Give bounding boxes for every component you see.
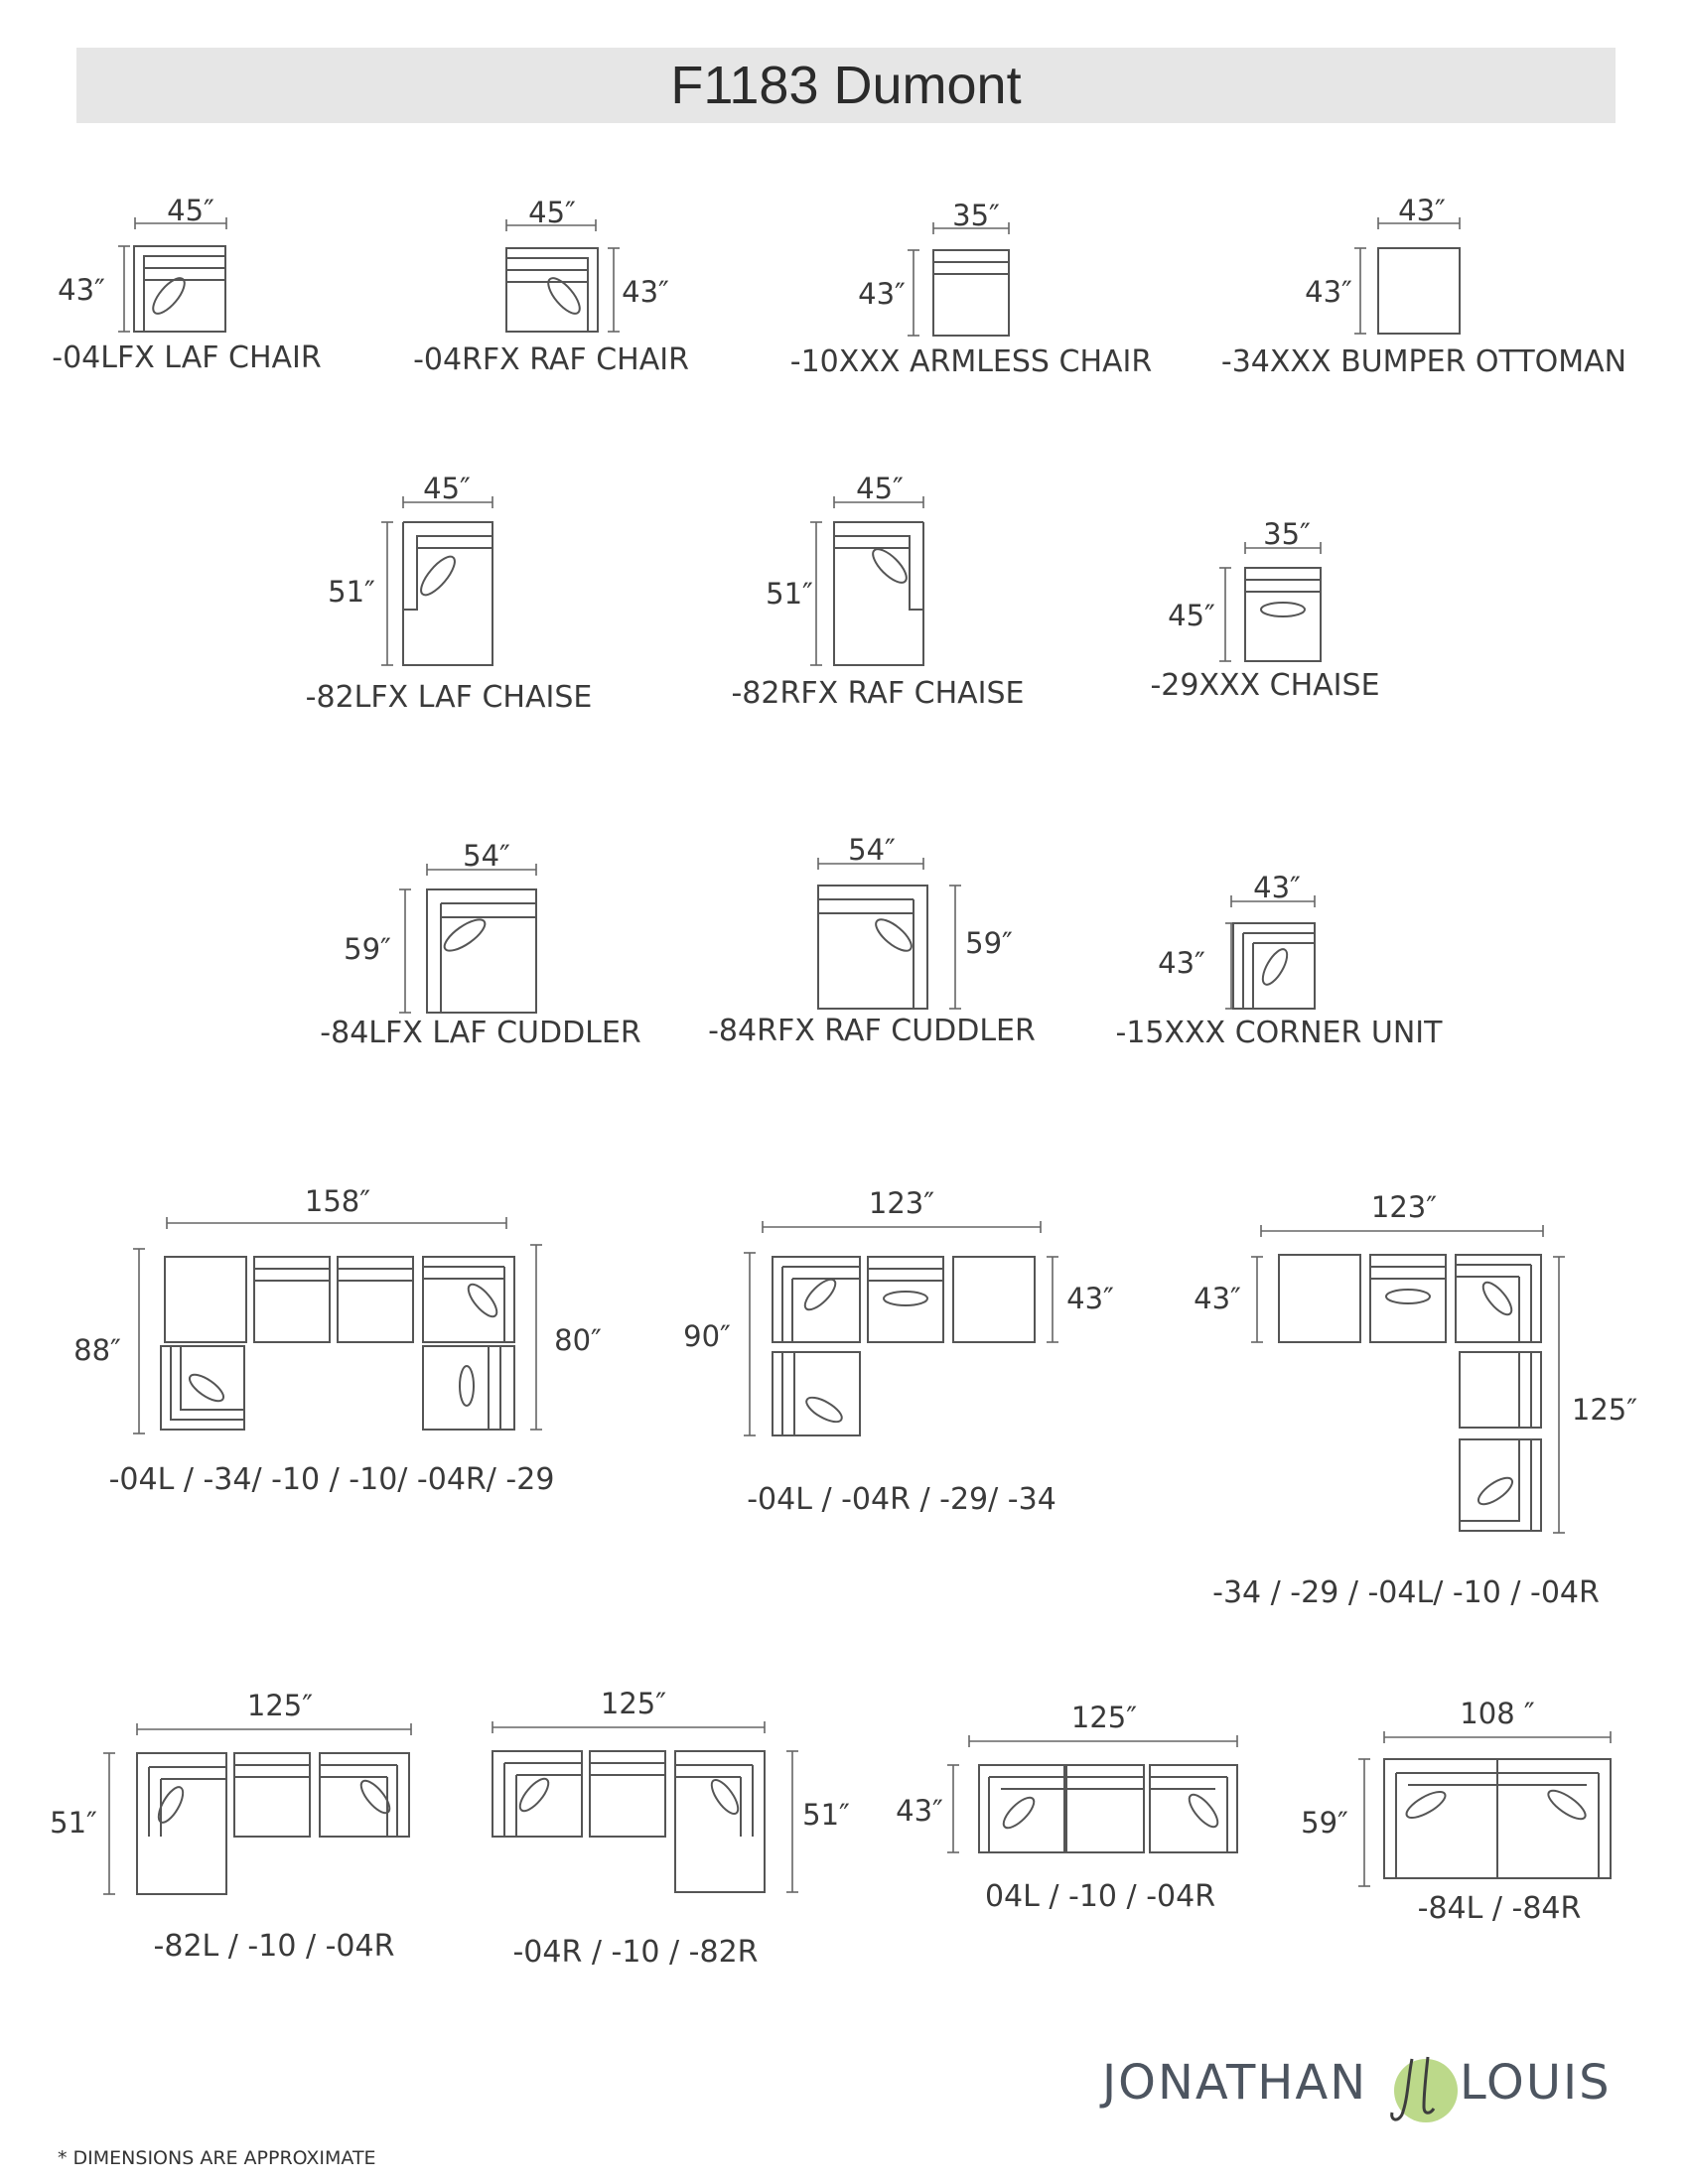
width-dim: 54″ [848,833,896,867]
brand-name-right: LOUIS [1460,2055,1612,2111]
piece-04lfx: 45″ 43″ -04LFX LAF CHAIR [52,194,322,375]
config-shape [1278,1254,1542,1532]
right-depth-dim: 80″ [554,1323,602,1357]
piece-label: -84RFX RAF CUDDLER [708,1014,1036,1048]
left-depth-dim: 43″ [1194,1282,1241,1315]
depth-dim: 51″ [802,1798,850,1832]
config-shape [136,1752,410,1895]
piece-04rfx: 45″ 43″ -04RFX RAF CHAIR [413,196,689,377]
config-c6: 125″ 43″ 04L / -10 / -04R [896,1701,1238,1914]
width-dim: 123″ [869,1186,934,1220]
piece-15xxx: 43″ 43″ -15XXX CORNER UNIT [1116,871,1444,1050]
depth-dim: 43″ [1158,946,1205,980]
depth-dim: 45″ [1168,599,1215,632]
title-bar: F1183 Dumont [76,48,1616,123]
config-label: -34 / -29 / -04L/ -10 / -04R [1212,1575,1600,1610]
width-dim: 35″ [1263,517,1311,551]
piece-10xxx: 35″ 43″ -10XXX ARMLESS CHAIR [790,199,1152,379]
corner-shape [1232,922,1316,1010]
piece-82lfx: 45″ 51″ -82LFX LAF CHAISE [306,472,593,715]
config-c7: 108 ″ 59″ -84L / -84R [1301,1697,1612,1926]
chair-shape [133,245,226,333]
cuddler-shape [426,888,537,1014]
depth-dim: 43″ [622,275,669,309]
piece-29xxx: 35″ 45″ -29XXX CHAISE [1150,517,1379,703]
config-shape [978,1764,1238,1853]
depth-dim: 59″ [344,932,391,966]
chair-shape [505,247,599,333]
page-title: F1183 Dumont [670,56,1022,115]
monogram-icon [1390,2056,1458,2122]
width-dim: 45″ [167,194,214,227]
config-label: -82L / -10 / -04R [154,1929,395,1964]
width-dim: 125″ [1071,1701,1137,1734]
chaise-shape [402,521,493,666]
piece-84rfx: 54″ 59″ -84RFX RAF CUDDLER [708,833,1036,1048]
brand-name-left: JONATHAN [1102,2055,1368,2111]
piece-label: -10XXX ARMLESS CHAIR [790,344,1152,379]
depth-dim: 51″ [50,1806,97,1840]
width-dim: 45″ [528,196,576,229]
config-label: -04L / -34/ -10 / -10/ -04R/ -29 [109,1462,555,1497]
piece-label: -04RFX RAF CHAIR [413,342,689,377]
left-depth-dim: 88″ [73,1333,121,1367]
config-c2: 123″ 90″ 43″ -04L / -04R / -29/ -34 [683,1186,1114,1517]
piece-label: -82LFX LAF CHAISE [306,680,593,715]
config-c3: 123″ 43″ 125″ -34 / -29 / -04L/ -10 / -0… [1194,1190,1637,1610]
piece-82rfx: 45″ 51″ -82RFX RAF CHAISE [731,472,1024,711]
width-dim: 123″ [1371,1190,1437,1224]
width-dim: 108 ″ [1460,1697,1535,1730]
depth-dim: 43″ [896,1794,943,1828]
config-shape [160,1256,515,1431]
footnote: * DIMENSIONS ARE APPROXIMATE [58,2147,376,2169]
width-dim: 45″ [423,472,471,505]
config-c5: 125″ 51″ -04R / -10 / -82R [492,1687,850,1970]
depth-dim: 43″ [1305,275,1352,309]
depth-dim: 43″ [58,273,105,307]
armless-shape [932,249,1010,337]
cuddler-shape [817,885,928,1010]
right-depth-dim: 125″ [1572,1393,1637,1427]
piece-label: -15XXX CORNER UNIT [1116,1016,1444,1050]
depth-dim: 51″ [328,575,375,609]
chaise-shape [833,521,924,666]
config-shape [772,1256,1036,1436]
piece-34xxx: 43″ 43″ -34XXX BUMPER OTTOMAN [1221,194,1626,379]
config-shape [492,1750,766,1893]
piece-label: -82RFX RAF CHAISE [731,676,1024,711]
chaise-armless-shape [1244,567,1322,662]
brand-logo: JONATHAN LOUIS [1102,2047,1618,2126]
width-dim: 125″ [247,1689,313,1722]
piece-label: -04LFX LAF CHAIR [52,341,322,375]
depth-dim: 59″ [1301,1806,1348,1840]
piece-label: -84LFX LAF CUDDLER [320,1016,640,1050]
width-dim: 54″ [463,839,510,873]
config-c4: 125″ 51″ -82L / -10 / -04R [50,1689,412,1964]
piece-label: -29XXX CHAISE [1150,668,1379,703]
depth-dim: 59″ [965,926,1013,960]
config-c1: 158″ 88″ 80″ -04L / -34/ -10 / -10/ -04R… [73,1184,602,1497]
depth-dim: 43″ [858,277,906,311]
config-label: -04L / -04R / -29/ -34 [747,1482,1056,1517]
width-dim: 45″ [856,472,904,505]
left-depth-dim: 90″ [683,1319,731,1353]
width-dim: 125″ [601,1687,666,1720]
piece-84lfx: 54″ 59″ -84LFX LAF CUDDLER [320,839,640,1050]
config-label: -84L / -84R [1418,1891,1582,1926]
ottoman-shape [1377,247,1461,335]
piece-label: -34XXX BUMPER OTTOMAN [1221,344,1626,379]
right-depth-dim: 43″ [1066,1282,1114,1315]
width-dim: 43″ [1398,194,1446,227]
config-label: 04L / -10 / -04R [985,1879,1215,1914]
width-dim: 43″ [1253,871,1301,904]
config-shape [1383,1758,1612,1879]
config-label: -04R / -10 / -82R [512,1935,758,1970]
width-dim: 158″ [305,1184,370,1218]
width-dim: 35″ [952,199,1000,232]
depth-dim: 51″ [766,577,813,611]
